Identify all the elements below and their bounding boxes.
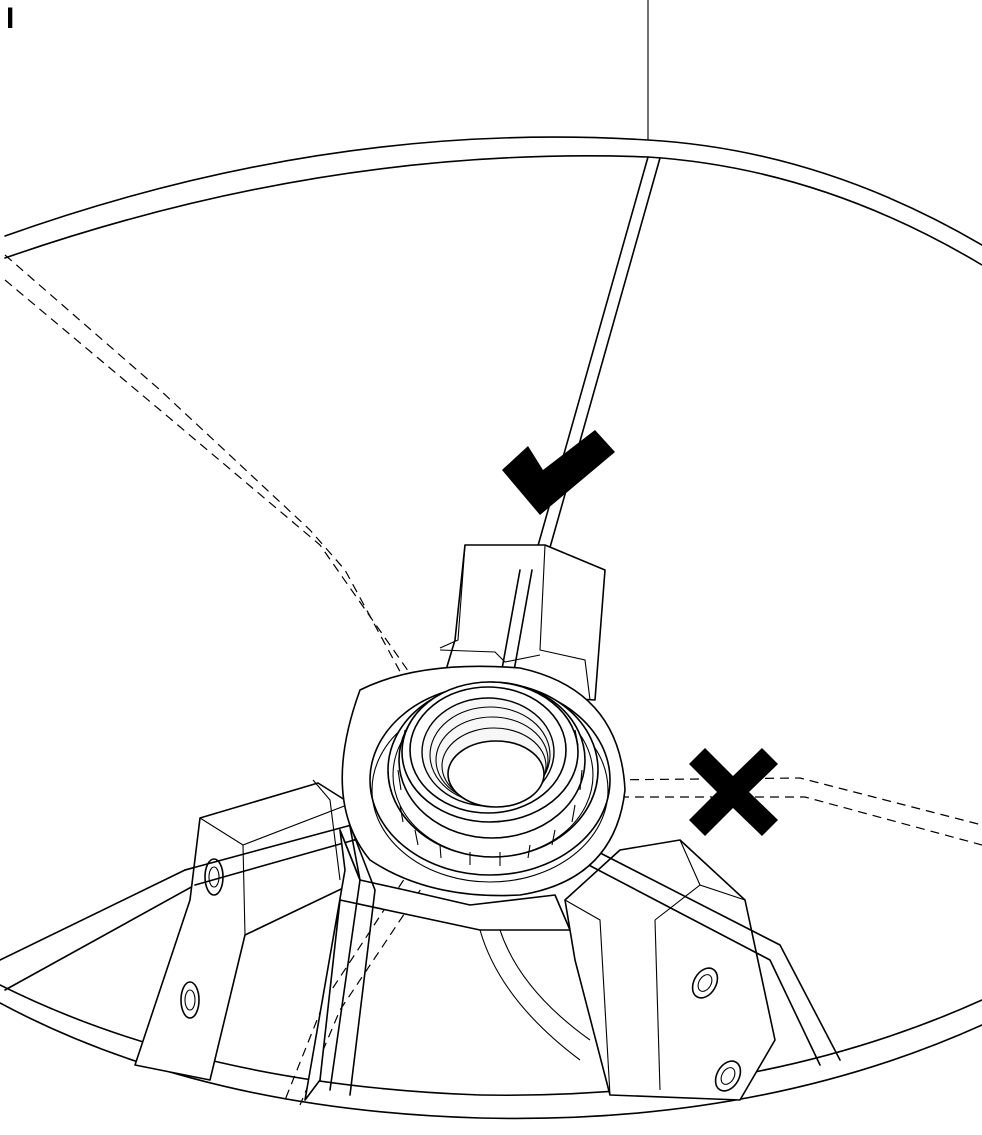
hub-union (369, 681, 611, 883)
top-rim (4, 136, 982, 266)
bottom-bracket (304, 824, 591, 1101)
hidden-spoke-left (4, 254, 426, 696)
left-bracket (134, 779, 373, 1081)
right-bracket (559, 834, 841, 1101)
upper-bracket (439, 544, 606, 701)
x-mark-icon (689, 748, 778, 836)
bolt-icon (714, 1060, 742, 1092)
check-mark-icon (502, 430, 615, 515)
step-label: I (6, 2, 15, 35)
bolt-icon (691, 967, 719, 999)
bolt-icon (180, 981, 200, 1019)
hidden-spoke-right (599, 777, 982, 846)
